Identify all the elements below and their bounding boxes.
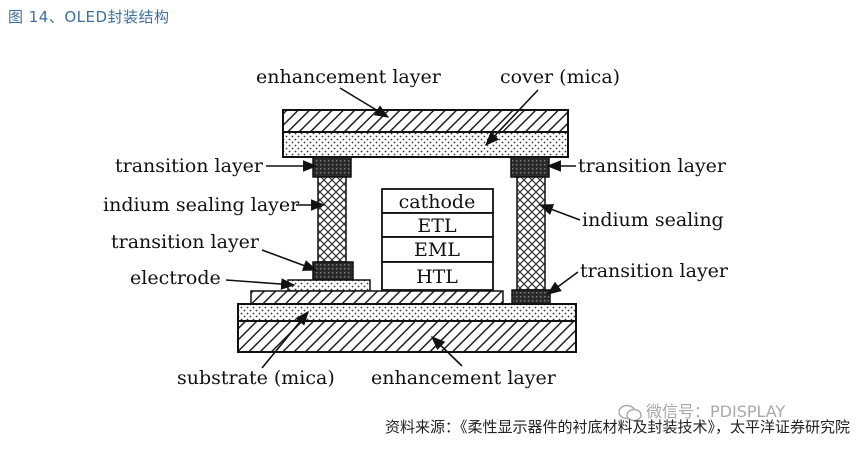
eml-label: EML — [414, 239, 460, 261]
arrow-transition-right-bottom — [546, 271, 579, 295]
arrow-enhancement-top — [339, 87, 390, 118]
watermark-text: 微信号：PDISPLAY — [646, 402, 786, 421]
transition-layer-right-top — [510, 156, 550, 178]
arrow-substrate — [261, 310, 309, 369]
label-substrate: substrate (mica) — [177, 367, 335, 389]
label-electrode: electrode — [130, 267, 221, 289]
substrate-mica-layer — [237, 303, 577, 322]
label-transition-left-bottom: transition layer — [111, 231, 260, 253]
transition-layer-right-bottom — [511, 289, 551, 306]
cathode-label: cathode — [399, 191, 476, 213]
label-enhancement-top: enhancement layer — [256, 66, 442, 88]
label-cover: cover (mica) — [500, 66, 620, 88]
transition-layer-left-top — [312, 156, 352, 178]
htl-label: HTL — [416, 266, 458, 288]
arrow-cover — [485, 89, 539, 147]
label-indium-right: indium sealing — [582, 209, 724, 231]
chat-bubbles-icon — [618, 404, 642, 421]
arrow-transition-left-bottom — [261, 249, 318, 271]
electrode-layer — [287, 279, 371, 292]
cover-mica-layer — [282, 131, 569, 158]
cathode-layer — [381, 188, 494, 214]
label-transition-left-top: transition layer — [115, 155, 264, 177]
label-transition-right-top: transition layer — [578, 155, 727, 177]
figure-source: 资料来源：《柔性显示器件的衬底材料及封装技术》，太平洋证券研究院 — [384, 418, 850, 436]
enhancement-layer-top — [282, 109, 569, 133]
figure-title: 图 14、OLED封装结构 — [8, 8, 170, 26]
watermark: 微信号：PDISPLAY — [618, 398, 785, 422]
label-enhancement-bottom: enhancement layer — [371, 367, 557, 389]
label-transition-right-bottom: transition layer — [580, 260, 729, 282]
arrow-electrode — [225, 278, 296, 290]
indium-sealing-left — [317, 176, 347, 263]
eml-layer — [381, 236, 494, 263]
anode-layer — [250, 290, 504, 305]
leader-arrows — [225, 87, 581, 369]
label-indium-left: indium sealing layer — [103, 194, 300, 216]
indium-sealing-right — [516, 176, 546, 291]
transition-layer-left-bottom — [312, 261, 354, 281]
enhancement-layer-bottom — [237, 320, 577, 353]
arrow-enhancement-bottom — [430, 335, 463, 367]
arrow-indium-right — [538, 204, 581, 221]
etl-label: ETL — [417, 215, 457, 237]
htl-layer — [381, 261, 494, 291]
